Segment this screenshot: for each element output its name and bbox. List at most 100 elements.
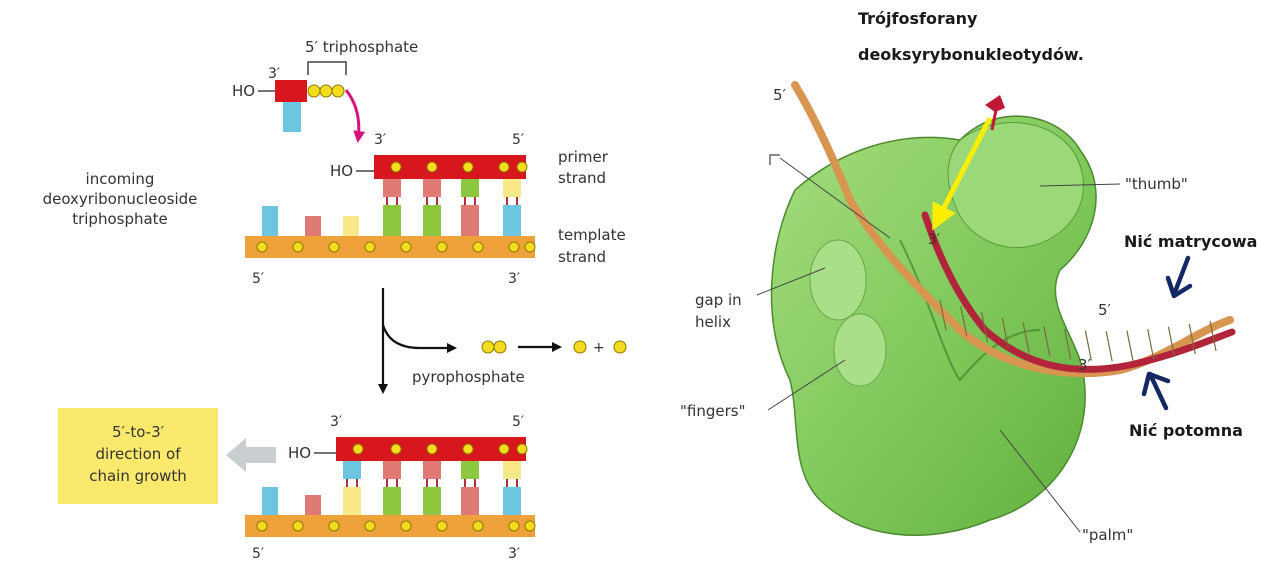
phosphate-dot <box>463 162 473 172</box>
top-5prime-lower: 5′ <box>252 271 264 287</box>
base-lower <box>423 487 441 515</box>
base-upper <box>383 179 401 197</box>
phosphate-dot <box>353 444 363 454</box>
incoming-base <box>283 102 301 132</box>
bottom-dna-block: HO 3′ 5′ 5′ 3′ <box>245 414 535 562</box>
rung <box>1106 331 1112 361</box>
incoming-label-line-3: triphosphate <box>72 210 168 228</box>
phosphate-dot <box>473 521 483 531</box>
phosphate-dot <box>517 444 527 454</box>
phosphate-dot <box>499 162 509 172</box>
base-lower <box>383 205 401 236</box>
pl-triphosphate-line-1: Trójfosforany <box>858 9 978 28</box>
primer-label-line-2: strand <box>558 169 606 187</box>
fingers-lobe-2 <box>834 314 886 386</box>
bottom-5prime-lower: 5′ <box>252 546 264 562</box>
label-5prime-top: 5′ <box>773 86 787 104</box>
template-label-line-2: strand <box>558 248 606 266</box>
pyrophosphate-release-arrow <box>383 325 455 348</box>
plus-sign: + <box>593 340 605 356</box>
phosphate-3 <box>332 85 344 97</box>
phosphate-2 <box>320 85 332 97</box>
label-5prime-right: 5′ <box>1098 301 1112 319</box>
left-panel: 5′ triphosphate HO 3′ incoming deoxyribo… <box>43 38 626 562</box>
base-upper <box>461 461 479 479</box>
phosphate-dot <box>473 242 483 252</box>
phosphate-1 <box>308 85 320 97</box>
bottom-template-backbone <box>245 515 535 537</box>
free-base <box>343 216 359 236</box>
pyrophosphate-label: pyrophosphate <box>412 368 525 386</box>
direction-line-2: direction of <box>96 445 182 463</box>
base-lower <box>343 487 361 515</box>
base-upper <box>423 179 441 197</box>
phosphate-dot <box>525 521 535 531</box>
free-base <box>305 495 321 515</box>
pyrophosphate-products: + <box>482 340 626 356</box>
phosphate-dot <box>329 521 339 531</box>
free-base <box>262 206 278 236</box>
phosphate-dot <box>257 242 267 252</box>
phosphate-dot <box>499 444 509 454</box>
incoming-label-line-1: incoming <box>86 170 155 188</box>
phosphate-dot <box>525 242 535 252</box>
base-upper <box>383 461 401 479</box>
free-base <box>262 487 278 515</box>
template-strand-backbone <box>245 236 535 258</box>
top-3prime-upper: 3′ <box>374 132 386 148</box>
top-3prime-lower: 3′ <box>508 271 520 287</box>
incoming-label: incoming deoxyribonucleoside triphosphat… <box>43 170 198 228</box>
base-lower <box>503 205 521 236</box>
base-upper <box>343 461 361 479</box>
incoming-3prime: 3′ <box>268 66 280 82</box>
phosphate-dot <box>365 242 375 252</box>
pl-triphosphate-line-2: deoksyrybonukleotydów. <box>858 45 1084 64</box>
palm-label: "palm" <box>1082 526 1133 544</box>
growth-direction-arrow <box>226 438 276 472</box>
phosphate-dot <box>509 242 519 252</box>
label-3prime-inner: 3′ <box>928 232 940 248</box>
base-lower <box>461 487 479 515</box>
phosphate-dot <box>329 242 339 252</box>
template-label-line-1: template <box>558 226 626 244</box>
base-lower <box>503 487 521 515</box>
base-upper <box>461 179 479 197</box>
phosphate-dot <box>517 162 527 172</box>
phosphate-dot <box>401 242 411 252</box>
phosphate-dot <box>391 162 401 172</box>
base-lower <box>423 205 441 236</box>
direction-line-1: 5′-to-3′ <box>112 423 165 441</box>
incoming-ho: HO <box>232 82 255 100</box>
incoming-nucleotide-marker <box>985 95 1005 112</box>
bottom-5prime-upper: 5′ <box>512 414 524 430</box>
base-upper <box>423 461 441 479</box>
base-upper <box>503 461 521 479</box>
phosphate-dot <box>293 242 303 252</box>
fingers-lobe-1 <box>810 240 866 320</box>
phosphate-dot <box>463 444 473 454</box>
top-ho: HO <box>330 162 353 180</box>
primer-label-line-1: primer <box>558 148 609 166</box>
triphosphate-bracket <box>308 62 346 75</box>
phosphate-dot <box>365 521 375 531</box>
base-lower <box>383 487 401 515</box>
incoming-nucleotide: HO 3′ <box>232 66 344 132</box>
incoming-label-line-2: deoxyribonucleoside <box>43 190 198 208</box>
phosphate-dot <box>427 444 437 454</box>
triphosphate-label: 5′ triphosphate <box>305 38 418 56</box>
rung <box>1127 331 1133 361</box>
fingers-label: "fingers" <box>680 402 746 420</box>
label-3prime-right: 3′ <box>1078 356 1092 374</box>
bottom-3prime-lower: 3′ <box>508 546 520 562</box>
top-dna-block: HO 3′ 5′ 5′ 3′ primer strand template st… <box>245 132 626 287</box>
bottom-ho: HO <box>288 444 311 462</box>
phosphate-dot <box>427 162 437 172</box>
phosphate-dot <box>509 521 519 531</box>
gap-label-line-2: helix <box>695 313 731 331</box>
phosphate-dot <box>401 521 411 531</box>
gap-label-line-1: gap in <box>695 291 742 309</box>
phosphate-dot <box>257 521 267 531</box>
top-5prime-upper: 5′ <box>512 132 524 148</box>
daughter-strand-pl-label: Nić potomna <box>1129 421 1243 440</box>
